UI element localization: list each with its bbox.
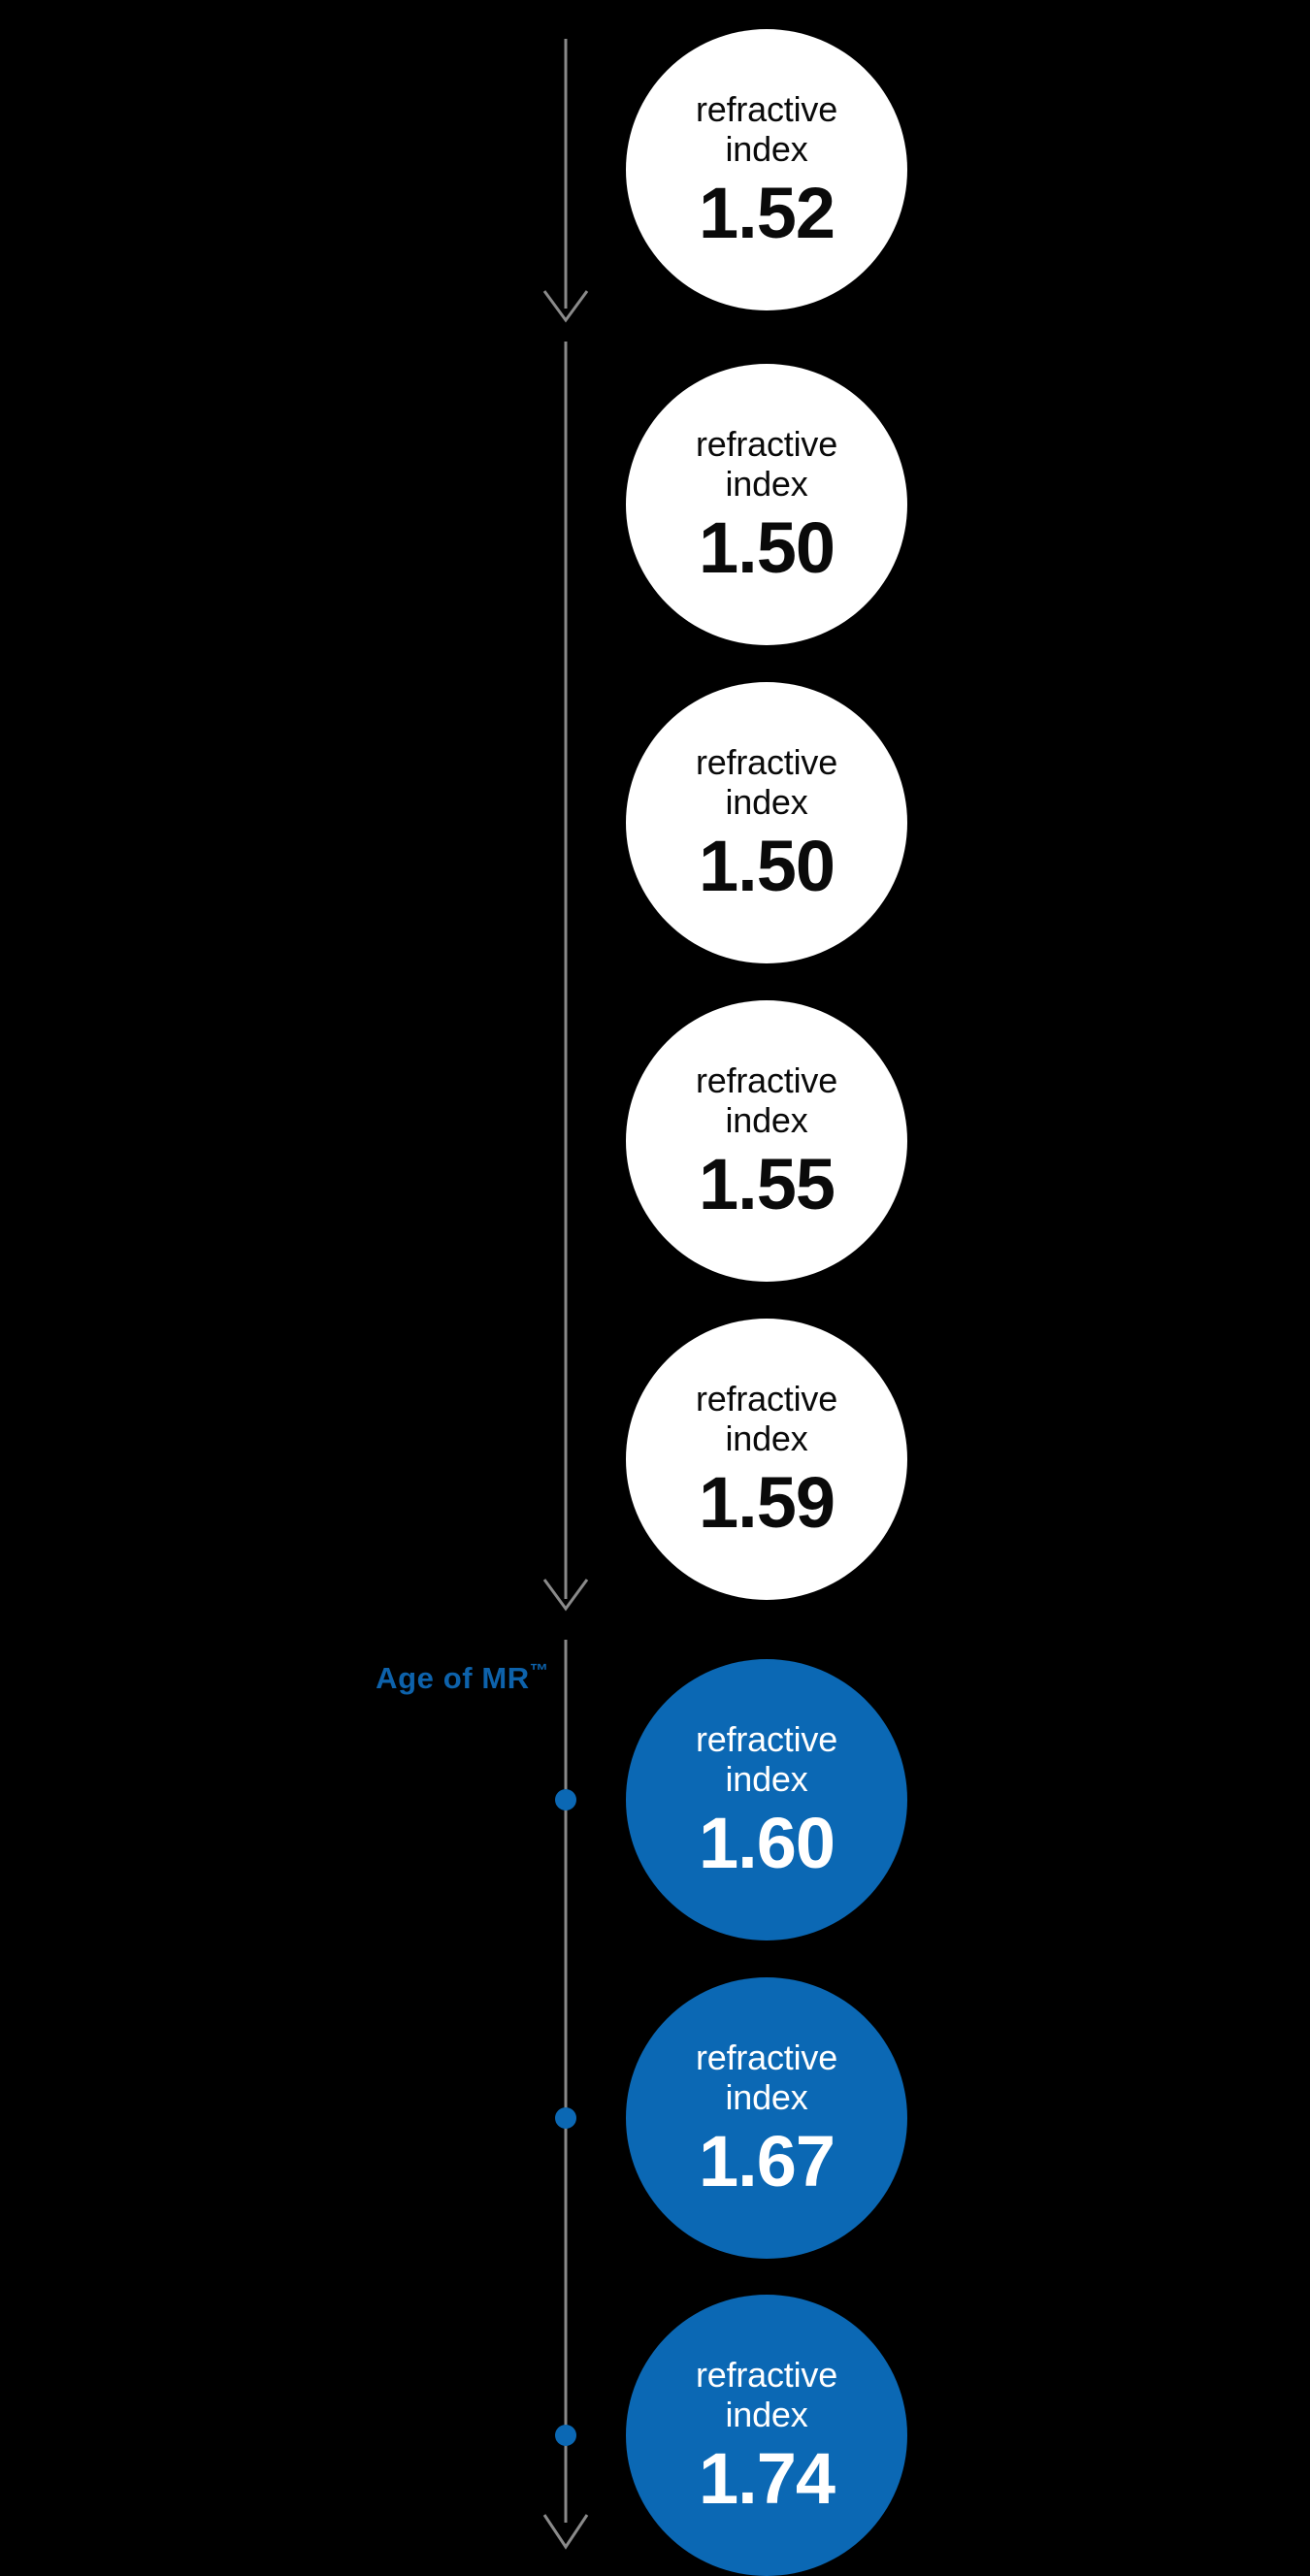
timeline-node-2: refractive index 1.50: [626, 364, 907, 645]
timeline-node-5: refractive index 1.59: [626, 1319, 907, 1600]
node-caption: refractive index: [695, 2354, 838, 2434]
node-value: 1.50: [698, 507, 835, 589]
node-value: 1.55: [698, 1144, 835, 1225]
timeline-node-1: refractive index 1.52: [626, 29, 907, 310]
era-label-text: Age of MR: [376, 1661, 530, 1696]
timeline-node-7: refractive index 1.67: [626, 1977, 907, 2259]
node-caption: refractive index: [695, 88, 838, 169]
axis-arrowhead-1: [542, 290, 589, 323]
node-caption-line-1: refractive: [695, 2354, 838, 2395]
node-caption-line-2: index: [725, 463, 808, 504]
node-caption-line-2: index: [725, 2394, 808, 2434]
era-label-age-of-mr: Age of MR™: [376, 1661, 548, 1696]
node-value: 1.60: [698, 1803, 835, 1884]
timeline-node-4: refractive index 1.55: [626, 1000, 907, 1282]
node-caption-line-1: refractive: [695, 2037, 838, 2077]
axis-marker-dot-2: [555, 2107, 576, 2129]
node-value: 1.50: [698, 826, 835, 907]
node-caption-line-2: index: [725, 1758, 808, 1799]
node-caption: refractive index: [696, 2038, 837, 2117]
node-caption: refractive index: [695, 1378, 838, 1458]
axis-marker-dot-3: [555, 2425, 576, 2446]
node-caption-line-2: index: [725, 781, 808, 822]
axis-arrowhead-3: [542, 2514, 589, 2550]
timeline-node-6: refractive index 1.60: [626, 1659, 907, 1940]
node-caption-line-2: index: [725, 1099, 808, 1140]
node-value: 1.59: [698, 1462, 835, 1544]
node-value: 1.52: [698, 173, 835, 254]
node-caption-line-1: refractive: [695, 423, 838, 464]
node-value: 1.67: [698, 2121, 835, 2202]
node-caption: refractive index: [695, 1060, 838, 1140]
node-caption-line-1: refractive: [695, 1060, 838, 1100]
node-caption-line-1: refractive: [695, 741, 838, 782]
node-caption: refractive index: [695, 741, 838, 822]
node-caption-line-1: refractive: [695, 1378, 838, 1418]
node-caption: refractive index: [695, 423, 838, 504]
axis-marker-dot-1: [555, 1789, 576, 1810]
node-caption-line-2: index: [725, 1418, 808, 1458]
node-value: 1.74: [698, 2438, 835, 2520]
node-caption-line-1: refractive: [695, 88, 838, 129]
node-caption-line-2: index: [725, 2076, 808, 2117]
node-caption-line-2: index: [725, 128, 808, 169]
timeline-node-3: refractive index 1.50: [626, 682, 907, 963]
timeline-node-8: refractive index 1.74: [626, 2295, 907, 2576]
node-caption: refractive index: [695, 1718, 838, 1799]
node-caption-line-1: refractive: [695, 1718, 838, 1759]
axis-arrowhead-2: [542, 1579, 589, 1612]
trademark-icon: ™: [529, 1660, 548, 1681]
